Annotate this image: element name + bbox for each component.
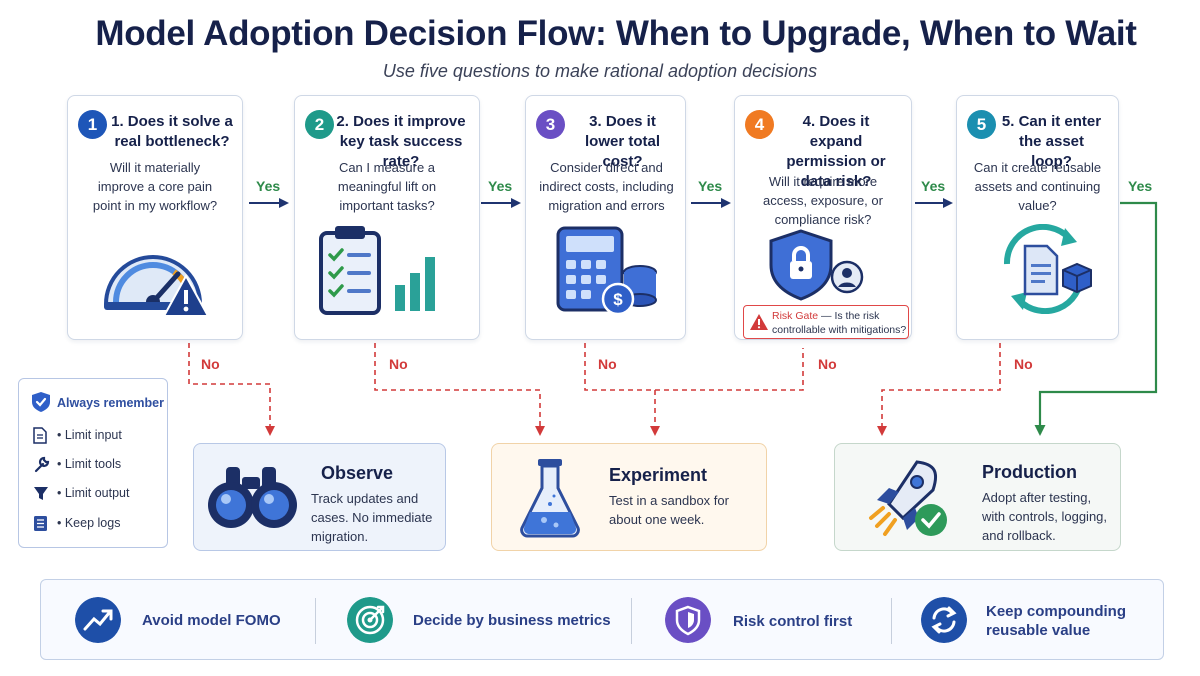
- remember-item-label: • Keep logs: [57, 516, 121, 530]
- outcome-production-title: Production: [982, 462, 1077, 482]
- yes-label-1: Yes: [256, 178, 281, 194]
- wrench-icon: [34, 456, 50, 473]
- refresh-icon: [921, 597, 967, 643]
- step-number-3: 3: [536, 110, 565, 139]
- divider: [315, 598, 316, 644]
- principle-risk-control: Risk control first: [665, 580, 895, 661]
- remember-item-label: • Limit output: [57, 486, 130, 500]
- trend-up-icon: [75, 597, 121, 643]
- warning-icon: [750, 314, 768, 330]
- question-card-3: 3 3. Does it lower total cost? Consider …: [525, 95, 686, 340]
- principle-label: Decide by business metrics: [413, 612, 611, 629]
- question-desc-3: Consider direct and indirect costs, incl…: [539, 160, 674, 213]
- document-cycle-icon: [1003, 224, 1092, 314]
- outcome-production-desc: Adopt after testing, with controls, logg…: [982, 490, 1108, 543]
- yes-arrow-5: [1034, 201, 1158, 436]
- step-number-1: 1: [78, 110, 107, 139]
- yes-label-5: Yes: [1128, 178, 1153, 194]
- outcome-observe-desc: Track updates and cases. No immediate mi…: [311, 491, 433, 544]
- no-label-1: No: [201, 356, 220, 372]
- page-title: Model Adoption Decision Flow: When to Up…: [95, 14, 1137, 53]
- question-title-3: 3. Does it lower total cost?: [584, 113, 660, 170]
- question-title-4: 4. Does it expand permission or data ris…: [786, 113, 886, 190]
- outcome-observe-title: Observe: [321, 463, 394, 483]
- principle-compounding-value: Keep compounding reusable value: [921, 580, 1161, 661]
- binoculars-icon: [208, 467, 297, 528]
- risk-gate-text: — Is the risk controllable with mitigati…: [772, 310, 907, 336]
- shield-check-icon: [32, 392, 50, 412]
- question-card-1: 1 1. Does it solve a real bottleneck? Wi…: [67, 95, 243, 340]
- target-icon: [347, 597, 393, 643]
- principle-label: Keep compounding reusable value: [986, 603, 1126, 639]
- yes-label-3: Yes: [698, 178, 723, 194]
- step-number-2: 2: [305, 110, 334, 139]
- no-arrow-3: [584, 343, 804, 434]
- question-desc-5: Can it create reusable assets and contin…: [973, 160, 1102, 213]
- remember-item-label: • Limit input: [57, 428, 122, 442]
- question-title-5: 5. Can it enter the asset loop?: [1001, 113, 1102, 170]
- remember-item-limit-input: • Limit input: [33, 426, 163, 446]
- speedometer-warning-icon: [103, 255, 208, 317]
- outcome-experiment: Experiment Test in a sandbox for about o…: [491, 443, 767, 551]
- outcome-production: Production Adopt after testing, with con…: [834, 443, 1121, 551]
- divider: [891, 598, 892, 644]
- no-arrow-4: [877, 343, 1001, 436]
- principle-label: Avoid model FOMO: [142, 612, 281, 629]
- no-label-4: No: [818, 356, 837, 372]
- clipboard-chart-icon: [319, 226, 435, 315]
- shield-lock-icon: [769, 229, 864, 301]
- svg-text:$: $: [613, 290, 623, 309]
- question-card-2: 2 2. Does it improve key task success ra…: [294, 95, 480, 340]
- rocket-check-icon: [869, 460, 947, 536]
- remember-item-limit-tools: • Limit tools: [33, 455, 163, 475]
- question-desc-1: Will it materially improve a core pain p…: [92, 160, 218, 213]
- no-arrows: [188, 343, 1001, 436]
- principle-business-metrics: Decide by business metrics: [347, 580, 627, 661]
- shield-icon: [665, 597, 711, 643]
- principle-label: Risk control first: [733, 613, 853, 630]
- principle-avoid-fomo: Avoid model FOMO: [75, 580, 315, 661]
- page-subtitle: Use five questions to make rational adop…: [382, 61, 818, 81]
- step-number-5: 5: [967, 110, 996, 139]
- no-label-5: No: [1014, 356, 1033, 372]
- remember-item-limit-output: • Limit output: [33, 484, 163, 504]
- funnel-icon: [34, 487, 48, 500]
- log-book-icon: [34, 516, 47, 531]
- divider: [631, 598, 632, 644]
- question-title-1: 1. Does it solve a real bottleneck?: [111, 113, 233, 150]
- no-label-2: No: [389, 356, 408, 372]
- question-card-5: 5 5. Can it enter the asset loop? Can it…: [956, 95, 1119, 340]
- outcome-experiment-title: Experiment: [609, 465, 708, 485]
- calculator-coins-icon: $: [556, 226, 657, 316]
- flask-icon: [520, 459, 580, 538]
- outcome-experiment-desc: Test in a sandbox for about one week.: [609, 493, 729, 527]
- always-remember-panel: Always remember • Limit input • Limit to…: [18, 378, 168, 548]
- question-desc-2: Can I measure a meaningful lift on impor…: [337, 160, 437, 213]
- risk-gate-box: Risk Gate — Is the risk controllable wit…: [743, 305, 909, 339]
- principles-bar: Avoid model FOMO Decide by business metr…: [40, 579, 1164, 660]
- yes-label-4: Yes: [921, 178, 946, 194]
- no-arrow-1: [188, 343, 275, 436]
- question-card-4: 4 4. Does it expand permission or data r…: [734, 95, 912, 340]
- document-icon: [33, 427, 47, 444]
- no-arrow-2: [374, 343, 545, 436]
- question-desc-4: Will it require more access, exposure, o…: [763, 174, 883, 227]
- remember-title: Always remember: [57, 396, 165, 410]
- risk-gate-label: Risk Gate: [772, 310, 819, 322]
- question-title-2: 2. Does it improve key task success rate…: [336, 113, 466, 170]
- step-number-4: 4: [745, 110, 774, 139]
- remember-item-keep-logs: • Keep logs: [33, 514, 163, 534]
- outcome-observe: Observe Track updates and cases. No imme…: [193, 443, 446, 551]
- remember-item-label: • Limit tools: [57, 457, 122, 471]
- no-label-3: No: [598, 356, 617, 372]
- yes-label-2: Yes: [488, 178, 513, 194]
